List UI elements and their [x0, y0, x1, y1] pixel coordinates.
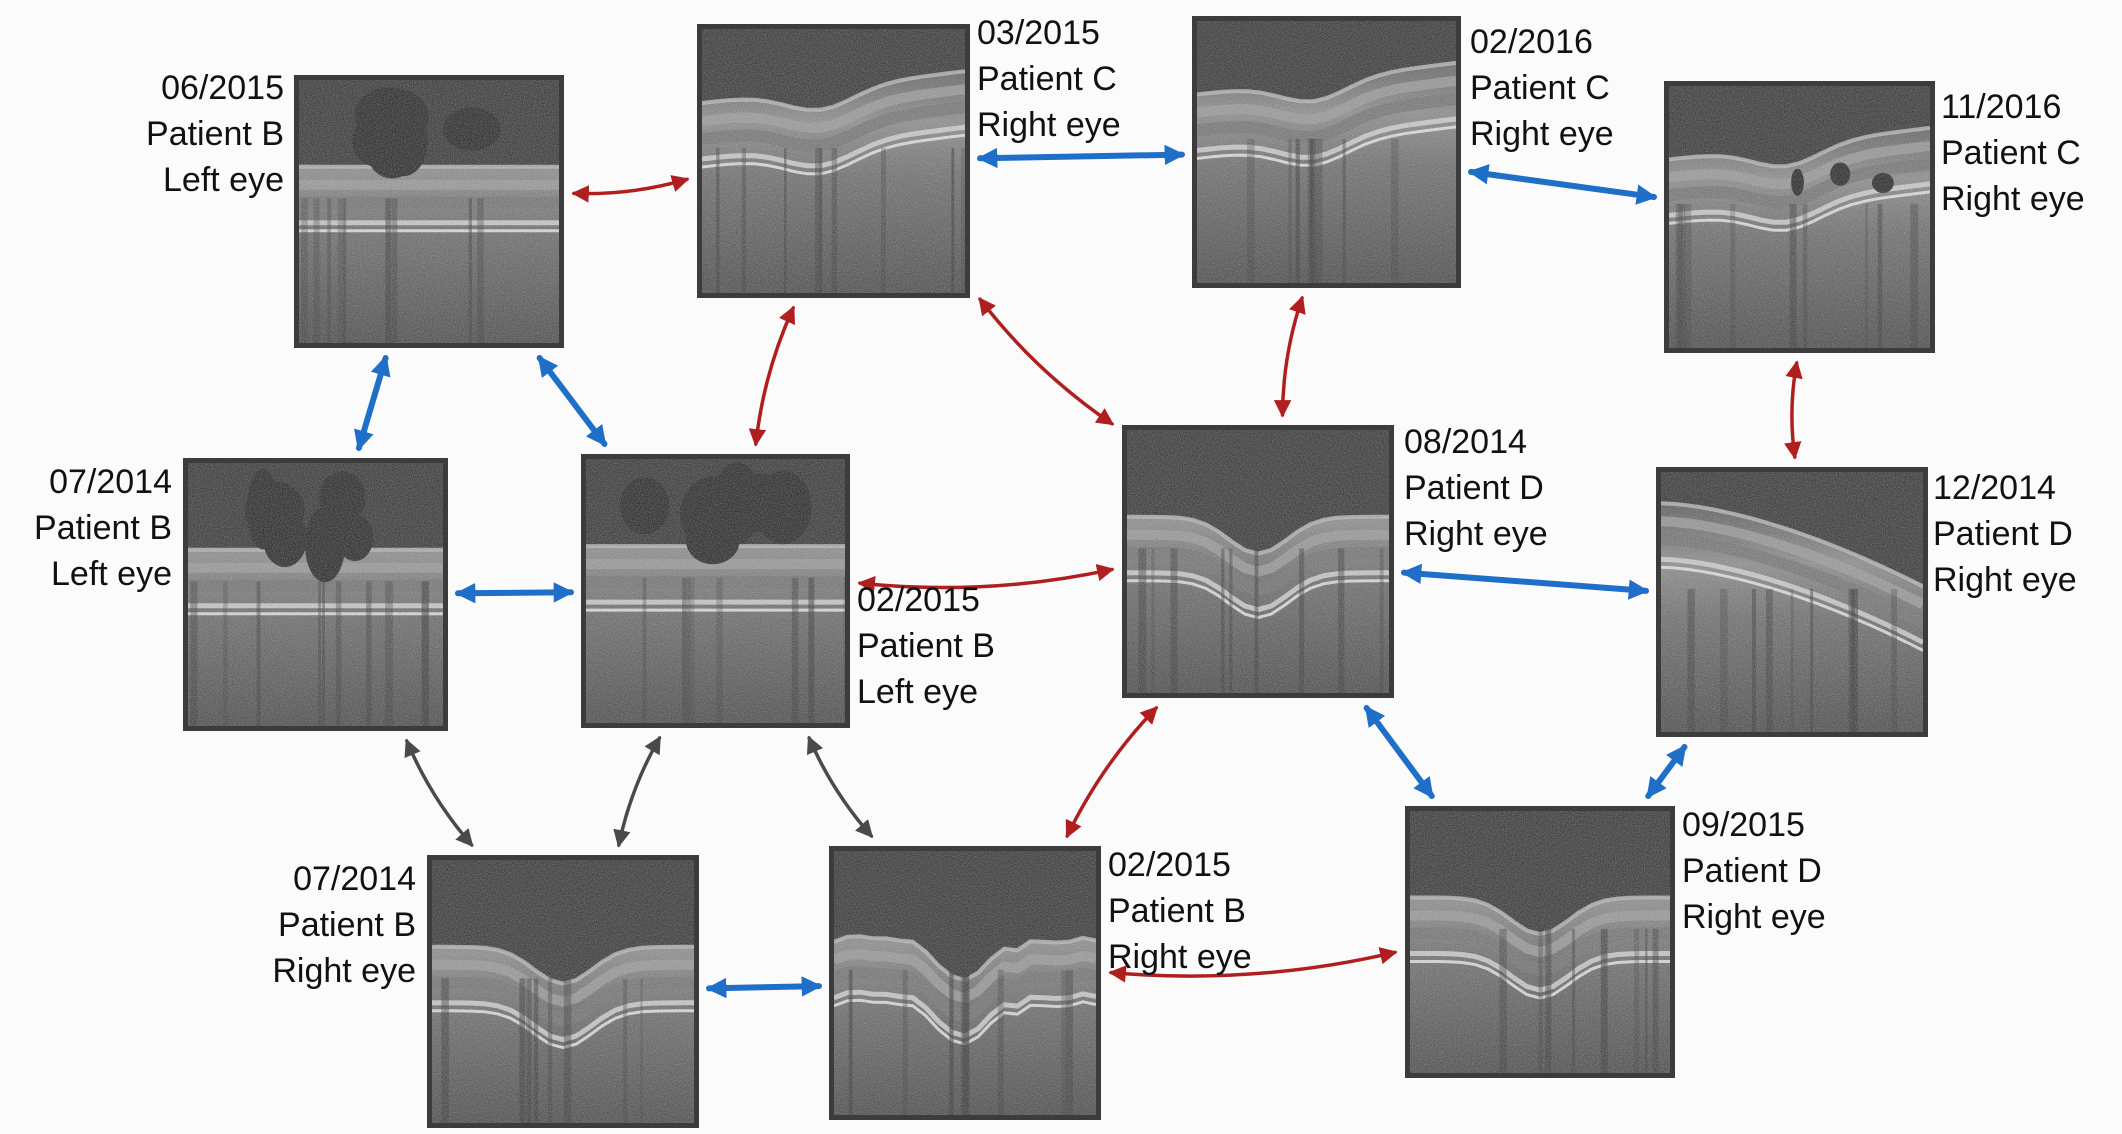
scan-label: 06/2015 Patient B Left eye [92, 65, 284, 203]
scan-eye: Right eye [1108, 938, 1252, 976]
scan-patient: Patient B [278, 906, 416, 944]
link-blue-c-right-2016-02-to-c-right-2016-11 [1467, 164, 1658, 205]
scan-eye: Right eye [272, 952, 416, 990]
link-blue-d-right-2014-08-to-d-right-2015-09 [1363, 705, 1435, 799]
oct-scan-d-right-2015-09 [1405, 806, 1675, 1078]
oct-scan-b-left-2014-07 [183, 458, 448, 731]
oct-scan-image [702, 29, 965, 293]
oct-scan-c-right-2015-03 [697, 24, 970, 298]
scan-label: 09/2015 Patient D Right eye [1682, 802, 1826, 940]
scan-date: 02/2015 [1108, 846, 1231, 884]
scan-eye: Right eye [1682, 898, 1826, 936]
oct-scan-b-right-2014-07 [427, 855, 699, 1128]
scan-date: 07/2014 [49, 463, 172, 501]
oct-scan-b-left-2015-02 [581, 454, 850, 728]
oct-scan-image [1669, 86, 1930, 348]
scan-date: 09/2015 [1682, 806, 1805, 844]
oct-scan-image [188, 463, 443, 726]
oct-scan-image [1197, 21, 1456, 283]
oct-scan-b-left-2015-06 [294, 75, 564, 348]
scan-label: 02/2015 Patient B Left eye [857, 577, 995, 715]
link-red-c-right-2015-03-to-b-left-2015-02 [748, 305, 796, 447]
link-gray-b-left-2015-02-to-b-right-2015-02 [806, 735, 874, 838]
link-blue-c-right-2015-03-to-c-right-2016-02 [976, 144, 1186, 169]
link-red-c-right-2015-03-to-d-right-2014-08 [978, 297, 1115, 426]
scan-date: 06/2015 [161, 69, 284, 107]
link-blue-b-left-2014-07-to-b-left-2015-02 [454, 582, 575, 604]
link-blue-d-right-2014-12-to-d-right-2015-09 [1645, 744, 1688, 799]
link-red-b-left-2015-06-to-c-right-2015-03 [571, 175, 690, 203]
oct-scan-image [299, 80, 559, 343]
scan-patient: Patient C [1941, 134, 2081, 172]
scan-eye: Right eye [1470, 115, 1614, 153]
scan-label: 03/2015 Patient C Right eye [977, 10, 1121, 148]
link-blue-d-right-2014-08-to-d-right-2014-12 [1400, 563, 1650, 600]
oct-scan-image [586, 459, 845, 723]
oct-scan-b-right-2015-02 [829, 846, 1101, 1120]
scan-date: 03/2015 [977, 14, 1100, 52]
scan-eye: Left eye [163, 161, 284, 199]
oct-scan-image [1127, 430, 1389, 693]
scan-patient: Patient B [1108, 892, 1246, 930]
link-blue-b-left-2015-06-to-b-left-2015-02 [536, 355, 608, 447]
scan-label: 08/2014 Patient D Right eye [1404, 419, 1548, 557]
scan-eye: Right eye [1933, 561, 2077, 599]
oct-scan-d-right-2014-12 [1656, 467, 1928, 737]
scan-eye: Left eye [51, 555, 172, 593]
scan-date: 02/2015 [857, 581, 980, 619]
scan-label: 12/2014 Patient D Right eye [1933, 465, 2077, 603]
oct-scan-image [1661, 472, 1923, 732]
link-blue-b-right-2014-07-to-b-right-2015-02 [705, 976, 823, 999]
scan-patient: Patient B [857, 627, 995, 665]
link-red-d-right-2014-08-to-b-right-2015-02 [1065, 706, 1159, 839]
scan-label: 02/2015 Patient B Right eye [1108, 842, 1252, 980]
scan-date: 08/2014 [1404, 423, 1527, 461]
scan-label: 11/2016 Patient C Right eye [1941, 84, 2085, 222]
scan-date: 02/2016 [1470, 23, 1593, 61]
link-gray-b-left-2014-07-to-b-right-2014-07 [404, 738, 474, 847]
scan-date: 07/2014 [293, 860, 416, 898]
oct-scan-image [432, 860, 694, 1123]
oct-scan-image [1410, 811, 1670, 1073]
link-red-c-right-2016-11-to-d-right-2014-12 [1784, 360, 1803, 460]
scan-eye: Right eye [1941, 180, 2085, 218]
link-red-c-right-2016-02-to-d-right-2014-08 [1273, 295, 1306, 418]
scan-patient: Patient C [977, 60, 1117, 98]
scan-patient: Patient D [1682, 852, 1822, 890]
scan-eye: Right eye [1404, 515, 1548, 553]
scan-date: 12/2014 [1933, 469, 2056, 507]
scan-label: 07/2014 Patient B Left eye [2, 459, 172, 597]
scan-patient: Patient B [34, 509, 172, 547]
scan-patient: Patient D [1933, 515, 2073, 553]
scan-patient: Patient C [1470, 69, 1610, 107]
oct-scan-image [834, 851, 1096, 1115]
oct-scan-c-right-2016-11 [1664, 81, 1935, 353]
link-gray-b-left-2015-02-to-b-right-2014-07 [613, 735, 662, 848]
scan-label: 02/2016 Patient C Right eye [1470, 19, 1614, 157]
oct-scan-c-right-2016-02 [1192, 16, 1461, 288]
scan-patient: Patient D [1404, 469, 1544, 507]
scan-patient: Patient B [146, 115, 284, 153]
scan-label: 07/2014 Patient B Right eye [226, 856, 416, 994]
scan-eye: Right eye [977, 106, 1121, 144]
oct-scan-d-right-2014-08 [1122, 425, 1394, 698]
link-blue-b-left-2015-06-to-b-left-2014-07 [354, 355, 391, 451]
scan-date: 11/2016 [1941, 88, 2062, 126]
scan-eye: Left eye [857, 673, 978, 711]
